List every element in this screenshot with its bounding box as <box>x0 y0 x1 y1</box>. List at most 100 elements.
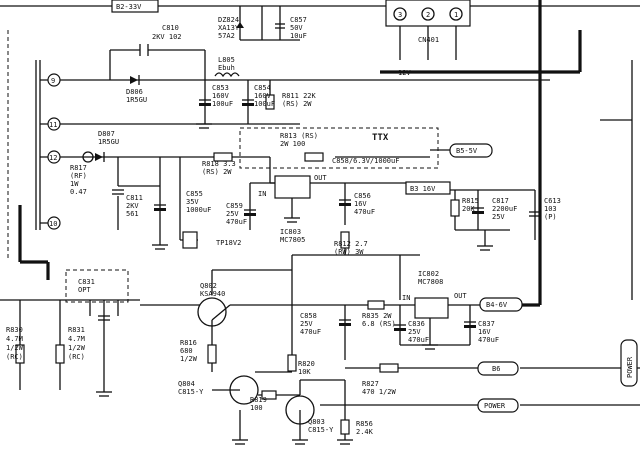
resistor-r812 <box>340 231 350 249</box>
transformer-pin-10: 10 <box>49 220 57 228</box>
ic803-pin-out: OUT <box>314 174 327 182</box>
connector-cn401: 3 2 1 CN401 <box>385 0 471 44</box>
cap-c854 <box>242 99 254 106</box>
ground-symbols <box>96 123 493 445</box>
net-b5-label: B5-5V <box>456 147 478 155</box>
net-12v-label: 12V <box>398 69 411 77</box>
inductor-l805 <box>214 72 240 78</box>
zener-dz824 <box>236 22 244 28</box>
net-tags: B2-33V B5-5V B3 16V B4-6V B6 POWER POWER… <box>111 0 638 413</box>
cap-c817 <box>472 207 484 214</box>
cap-c858 <box>339 319 351 326</box>
c858-top-label: C858/6.3V/1000uF <box>332 157 399 165</box>
net-b4-label: B4-6V <box>486 301 508 309</box>
cap-c831 <box>98 315 110 321</box>
transformer-pin-9: 9 <box>51 77 55 85</box>
transformer-pin-11: 11 <box>49 121 57 129</box>
r812-label: R812 2.7(RW) 3W <box>334 240 368 256</box>
ic803-pin-in: IN <box>258 190 266 198</box>
resistor-r813 <box>304 152 324 162</box>
net-b2-label: B2-33V <box>116 3 142 11</box>
r818-label: R818 3.3(RS) 2W <box>202 160 236 176</box>
resistor-r816 <box>207 344 217 364</box>
resistor-r819 <box>261 390 277 400</box>
ttx-label: TTX <box>372 133 389 143</box>
cap-c853 <box>199 99 211 106</box>
net-b6-label: B6 <box>492 365 500 373</box>
component-symbols <box>15 22 541 445</box>
resistor-r856 <box>340 419 350 435</box>
ic802-body <box>414 297 449 319</box>
cap-c855 <box>154 204 166 211</box>
diode-d806 <box>130 76 138 84</box>
r811-label: R811 22K(RS) 2W <box>282 92 317 108</box>
transistor-q802 <box>197 297 227 327</box>
resistor-r827 <box>379 363 399 373</box>
r813-label: R813 (RS)2W 100 <box>280 132 318 148</box>
ttx-box <box>239 127 439 169</box>
transistor-q803 <box>285 395 315 425</box>
diode-d807 <box>95 153 103 161</box>
resistor-r818 <box>213 152 233 162</box>
c831-box <box>65 269 129 303</box>
resistor-r831 <box>55 344 65 364</box>
cap-c811 <box>112 189 124 195</box>
fuse-r817 <box>82 151 94 163</box>
resistor-r835 <box>367 300 385 310</box>
cap-c810 <box>139 44 149 56</box>
net-power-label: POWER <box>484 402 506 410</box>
cap-c856 <box>339 199 351 206</box>
resistor-r820 <box>287 354 297 372</box>
net-b3-label: B3 16V <box>410 185 436 193</box>
resistor-r830 <box>15 344 25 364</box>
net-power-side-label: POWER <box>626 356 634 378</box>
ic802-pin-out: OUT <box>454 292 467 300</box>
transformer-pin-12: 12 <box>49 154 57 162</box>
cn401-pin-3: 3 <box>398 11 402 19</box>
cap-c857 <box>275 23 285 29</box>
resistor-r811 <box>265 94 275 110</box>
cn401-pin-1: 1 <box>454 11 458 19</box>
cn401-pin-2: 2 <box>426 11 430 19</box>
cap-c836 <box>394 324 406 331</box>
cap-c837 <box>464 321 476 328</box>
cn401-label: CN401 <box>418 36 439 44</box>
transformer-pins: 9 11 12 10 <box>47 73 61 230</box>
cap-c813 <box>529 211 541 217</box>
resistor-r815 <box>450 199 460 217</box>
ic803-body <box>274 175 311 199</box>
cap-c859 <box>244 209 256 216</box>
